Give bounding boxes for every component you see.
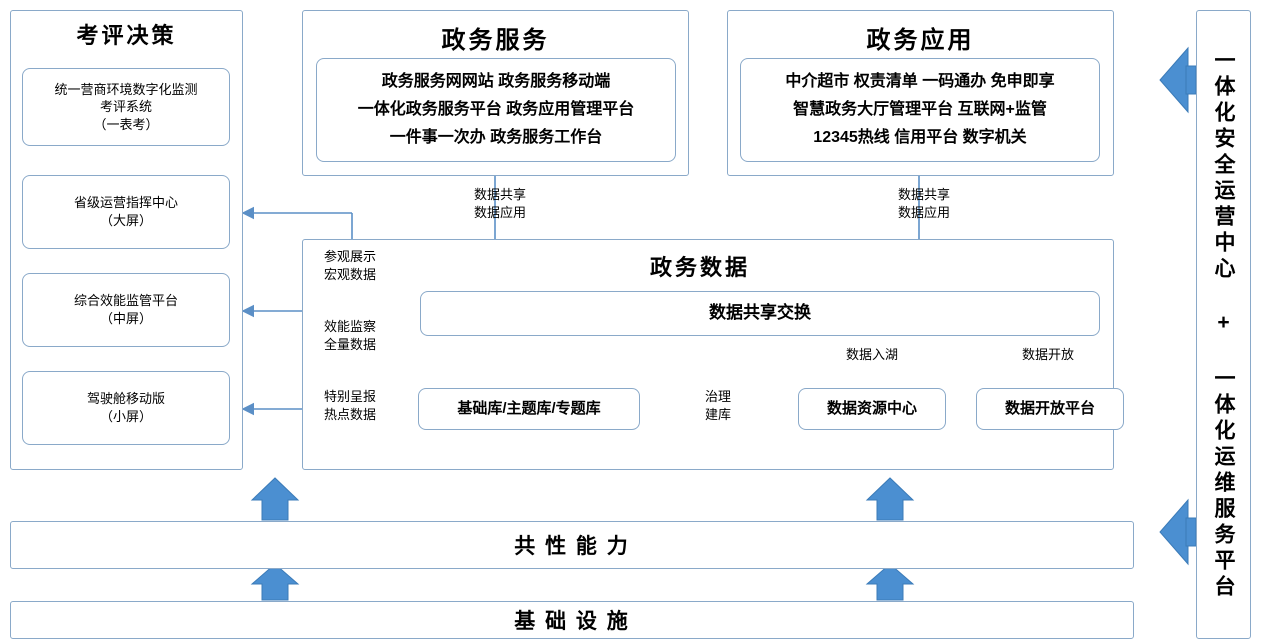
- government-application-title: 政务应用: [866, 27, 975, 54]
- government-service-lines: 政务服务网网站 政务服务移动端 一体化政务服务平台 政务应用管理平台 一件事一次…: [357, 73, 635, 146]
- data-resource-center-box[interactable]: 数据资源中心: [798, 388, 946, 430]
- data-open-platform-box[interactable]: 数据开放平台: [976, 388, 1124, 430]
- common-capability-label: 共 性 能 力: [514, 535, 630, 558]
- edge-label-govern-build: 治理 建库: [704, 389, 731, 422]
- government-service-box[interactable]: 政务服务网网站 政务服务移动端 一体化政务服务平台 政务应用管理平台 一件事一次…: [316, 58, 676, 162]
- edge-label-data-into-lake: 数据入湖: [845, 347, 898, 362]
- data-exchange-label: 数据共享交换: [709, 303, 811, 323]
- edge-label-visit-macro: 参观展示 宏观数据: [323, 249, 376, 282]
- evaluation-decision-title: 考评决策: [76, 23, 177, 48]
- government-service-title: 政务服务: [441, 27, 550, 54]
- list-item-label: 省级运营指挥中心 （大屏）: [73, 195, 178, 228]
- list-item[interactable]: 综合效能监管平台 （中屏）: [22, 273, 230, 347]
- list-item[interactable]: 驾驶舱移动版 （小屏）: [22, 371, 230, 445]
- data-resource-center-label: 数据资源中心: [826, 400, 917, 418]
- government-data-panel: [302, 239, 1114, 470]
- government-application-lines: 中介超市 权责清单 一码通办 免申即享 智慧政务大厅管理平台 互联网+监管 12…: [785, 73, 1055, 146]
- edge-label-efficiency-full: 效能监察 全量数据: [323, 319, 376, 352]
- security-ops-panel[interactable]: 一体化安全运营中心 + 一体化运维服务平台: [1196, 10, 1251, 639]
- data-library-label: 基础库/主题库/专题库: [457, 400, 601, 418]
- list-item-label: 统一营商环境数字化监测 考评系统 （一表考）: [54, 81, 198, 132]
- list-item-label: 综合效能监管平台 （中屏）: [73, 293, 178, 326]
- data-open-platform-label: 数据开放平台: [1004, 400, 1095, 418]
- infrastructure-bar[interactable]: 基 础 设 施: [10, 601, 1134, 639]
- edge-label-service-share: 数据共享 数据应用: [473, 187, 526, 220]
- data-exchange-box[interactable]: 数据共享交换: [420, 291, 1100, 336]
- data-library-box[interactable]: 基础库/主题库/专题库: [418, 388, 640, 430]
- list-item[interactable]: 统一营商环境数字化监测 考评系统 （一表考）: [22, 68, 230, 146]
- list-item-label: 驾驶舱移动版 （小屏）: [86, 391, 165, 424]
- government-data-title: 政务数据: [649, 255, 750, 280]
- edge-label-application-share: 数据共享 数据应用: [897, 187, 950, 220]
- government-application-box[interactable]: 中介超市 权责清单 一码通办 免申即享 智慧政务大厅管理平台 互联网+监管 12…: [740, 58, 1100, 162]
- security-ops-label: 一体化安全运营中心 + 一体化运维服务平台: [1212, 48, 1235, 601]
- infrastructure-label: 基 础 设 施: [514, 610, 630, 633]
- list-item[interactable]: 省级运营指挥中心 （大屏）: [22, 175, 230, 249]
- edge-label-data-open: 数据开放: [1021, 347, 1074, 362]
- edge-label-special-hot: 特别呈报 热点数据: [323, 389, 376, 422]
- common-capability-bar[interactable]: 共 性 能 力: [10, 521, 1134, 569]
